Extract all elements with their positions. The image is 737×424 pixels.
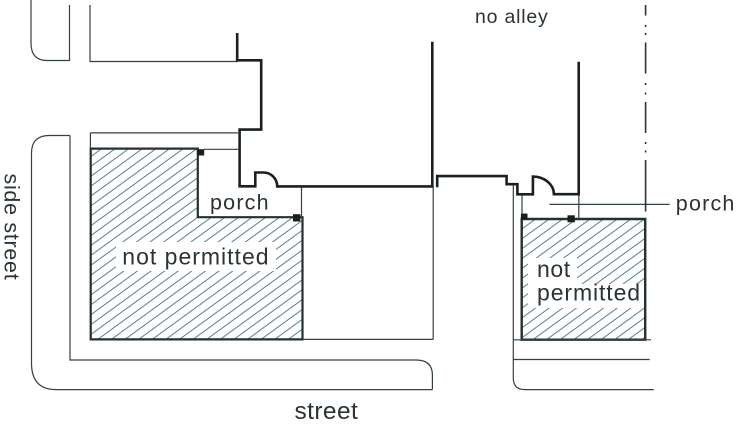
svg-text:street: street — [295, 398, 359, 424]
svg-text:permitted: permitted — [537, 280, 641, 306]
svg-text:side street: side street — [0, 174, 24, 281]
svg-text:not: not — [537, 256, 571, 282]
svg-text:not permitted: not permitted — [122, 243, 269, 269]
svg-text:no alley: no alley — [475, 6, 549, 28]
svg-text:porch: porch — [676, 191, 736, 215]
svg-text:porch: porch — [210, 190, 270, 214]
